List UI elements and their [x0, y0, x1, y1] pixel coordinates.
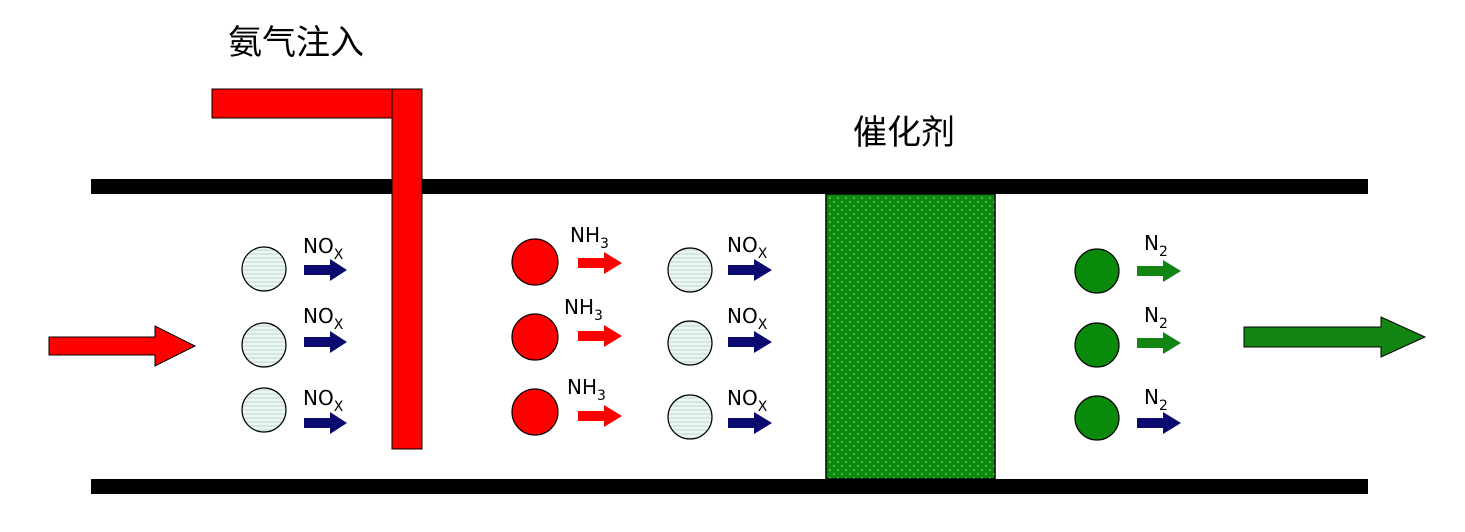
nh3-label: NH3 [564, 295, 603, 324]
nox-molecule [241, 322, 287, 368]
pipe-bottom-wall [91, 479, 1368, 494]
nh3-molecule [511, 238, 559, 286]
nox-molecule [667, 394, 713, 440]
nox-label: NOX [727, 304, 768, 333]
n2-group: N2 N2 N2 [1074, 231, 1181, 441]
nox-flow-arrow [304, 259, 347, 281]
nh3-flow-arrow [578, 252, 622, 274]
nh3-label: NH3 [570, 223, 609, 252]
outlet-arrow [1243, 316, 1427, 358]
nox-label: NOX [727, 233, 768, 262]
n2-flow-arrow [1137, 332, 1181, 354]
nox-molecule [241, 387, 287, 433]
nox-label: NOX [727, 386, 768, 415]
n2-molecule [1074, 248, 1120, 294]
nox-flow-arrow [304, 331, 347, 353]
n2-flow-arrow [1137, 412, 1181, 434]
nh3-flow-arrow [578, 325, 622, 347]
nh3-molecule [511, 388, 559, 436]
n2-molecule [1074, 322, 1120, 368]
n2-label: N2 [1144, 231, 1168, 260]
nox-group-inlet: NOX NOX NOX [241, 234, 347, 434]
nox-molecule [667, 247, 713, 293]
nh3-flow-arrow [578, 405, 622, 427]
n2-label: N2 [1144, 385, 1168, 414]
nox-flow-arrow [728, 412, 772, 434]
catalyst-label: 催化剂 [853, 113, 955, 153]
inlet-arrow [48, 325, 197, 367]
injector-horizontal-pipe [211, 88, 423, 119]
nox-molecule [667, 320, 713, 366]
n2-molecule [1074, 395, 1120, 441]
nh3-label: NH3 [567, 375, 606, 404]
ammonia-injection-label: 氨气注入 [228, 23, 364, 63]
nox-label: NOX [303, 234, 344, 263]
nox-molecule [241, 246, 287, 292]
n2-label: N2 [1144, 303, 1168, 332]
pipe-top-wall [91, 179, 1368, 194]
nox-group-mid: NOX NOX NOX [667, 233, 772, 440]
n2-flow-arrow [1137, 260, 1181, 282]
catalyst-block [825, 193, 996, 480]
nox-label: NOX [303, 304, 344, 333]
nh3-molecule [511, 313, 559, 361]
injector-vertical-pipe [391, 88, 423, 450]
nox-flow-arrow [728, 331, 772, 353]
nox-label: NOX [303, 386, 344, 415]
nox-flow-arrow [304, 412, 347, 434]
nh3-group: NH3 NH3 NH3 [511, 223, 622, 436]
nox-flow-arrow [728, 259, 772, 281]
